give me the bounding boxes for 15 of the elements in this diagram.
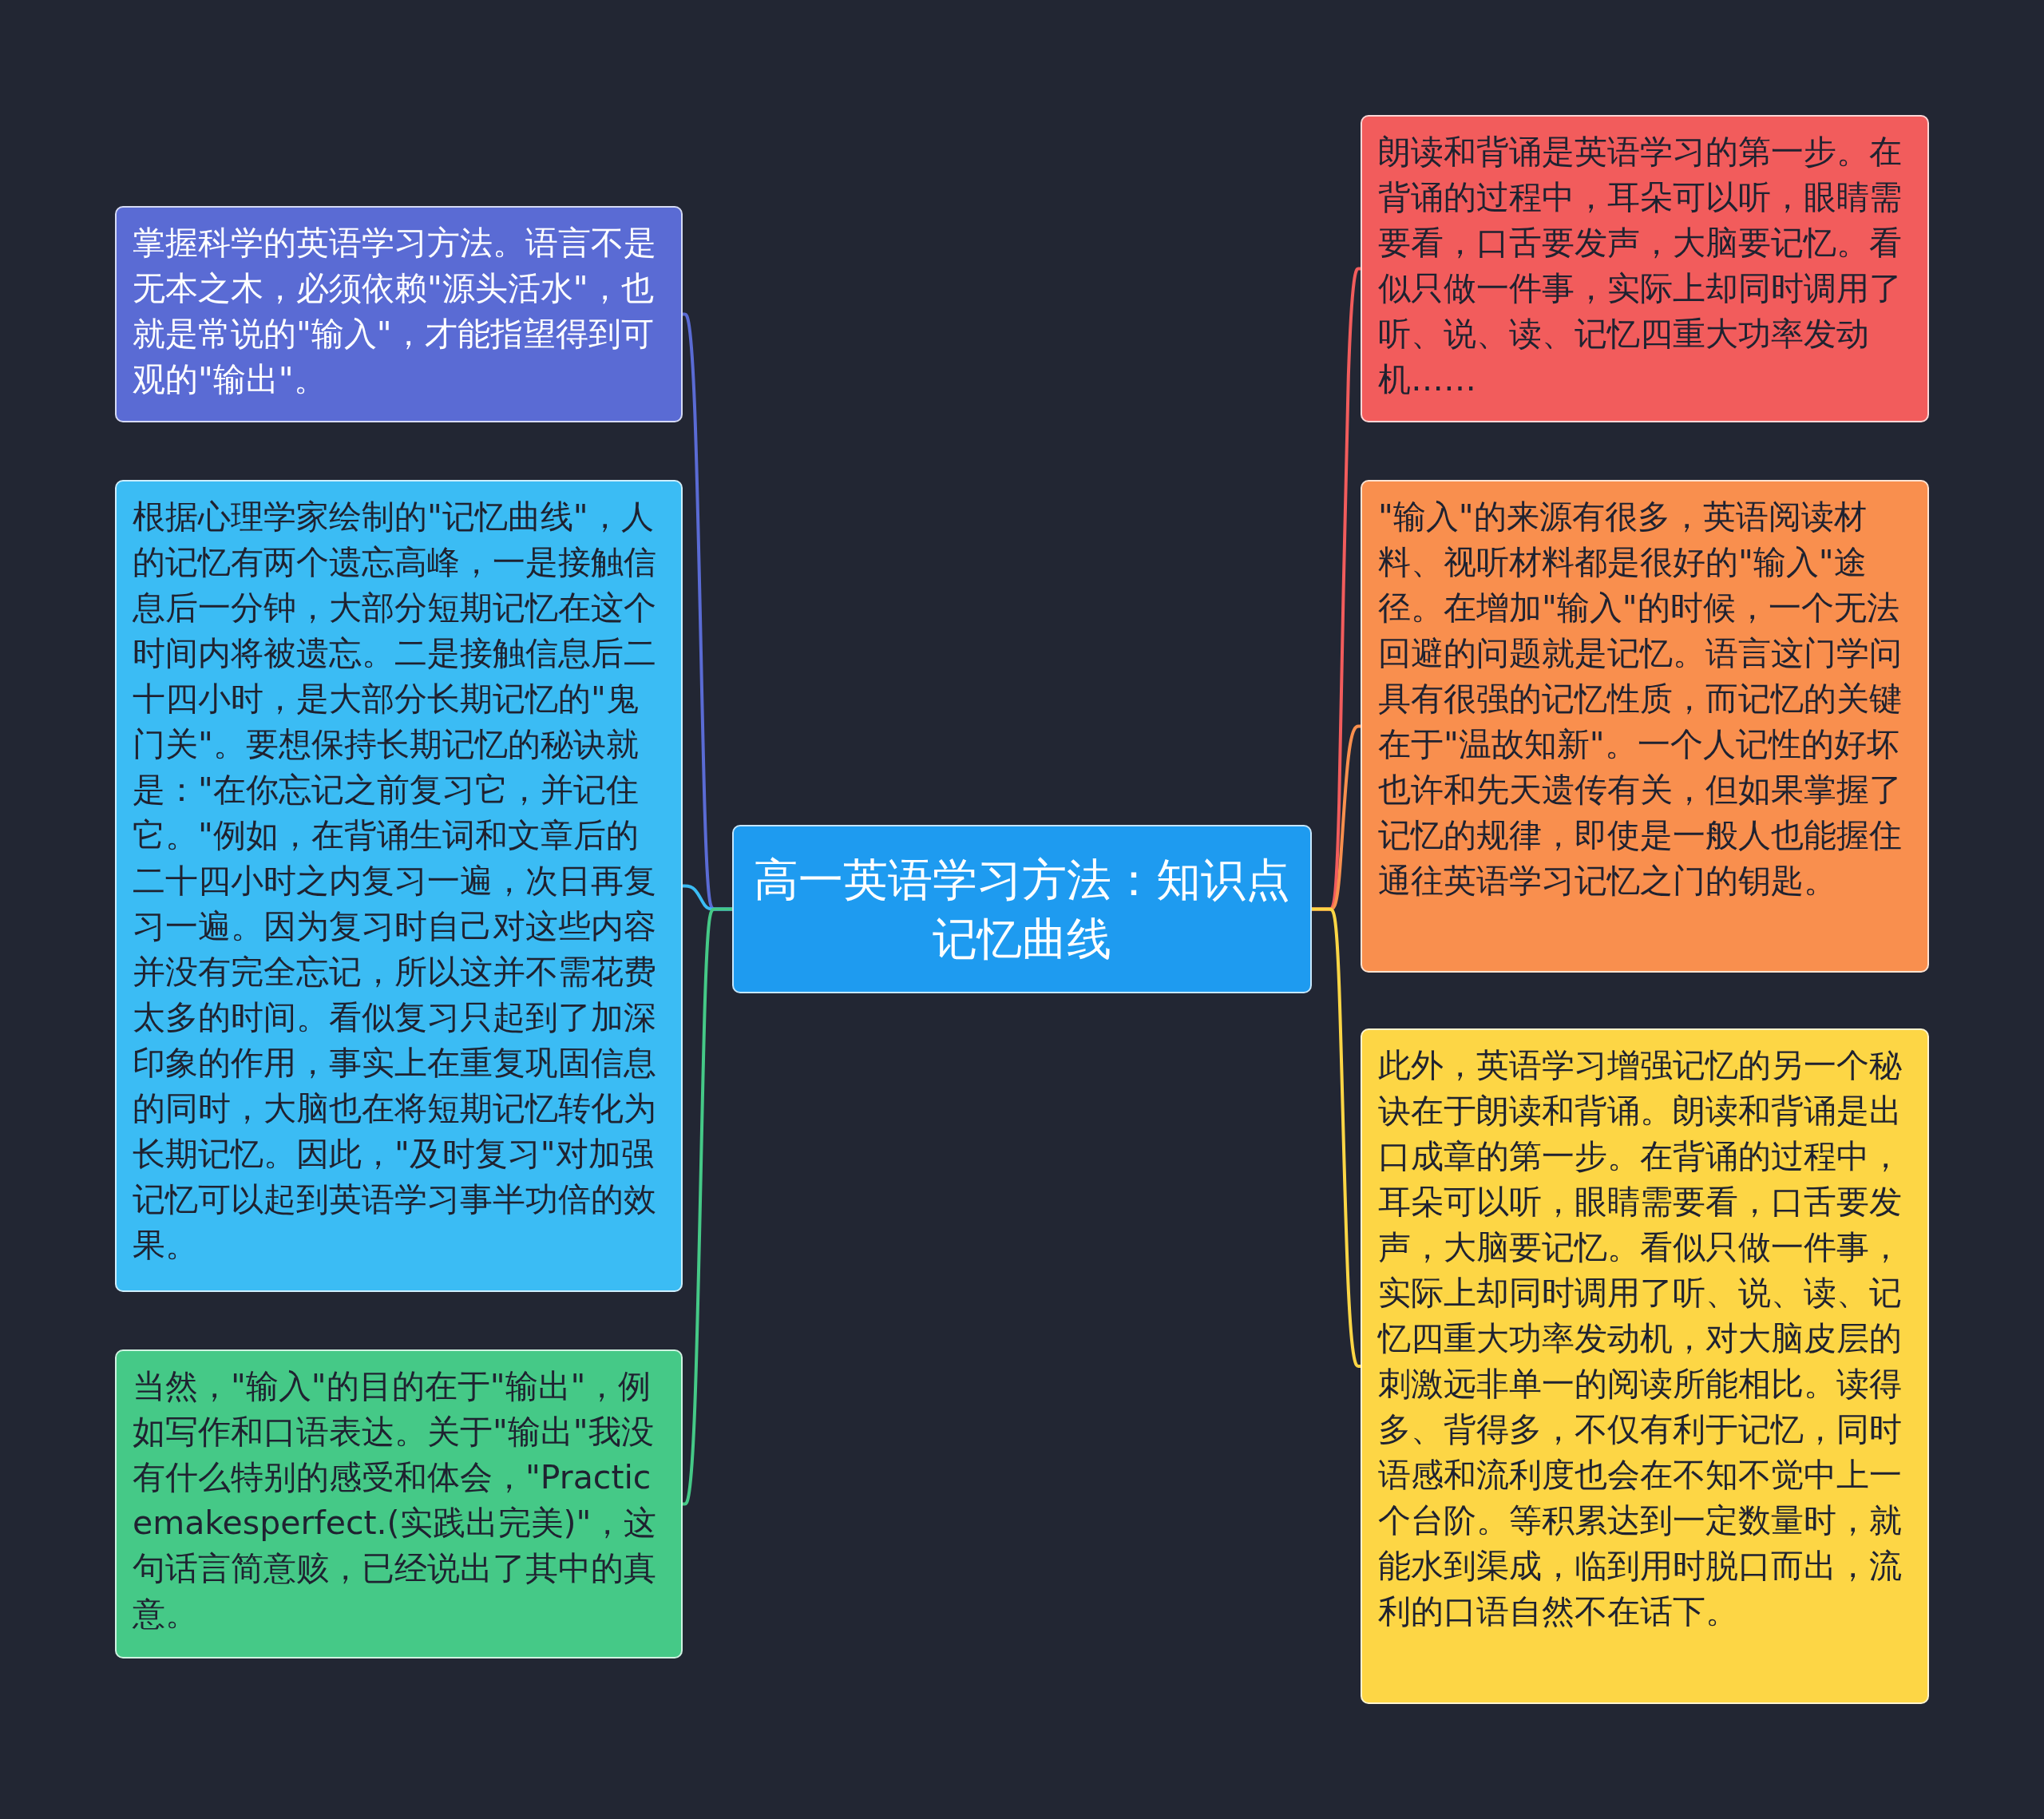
central-topic-box (732, 825, 1312, 993)
paragraph-text: 当然，"输入"的目的在于"输出"，例如写作和口语表达。关于"输出"我没有什么特别的感受和体会，"Practicemakesperfect.(实践出完美)"，这句话言简意赅，已经说出了其中的真意。 (133, 1366, 658, 1635)
topic-box (1361, 115, 1929, 422)
topic-box (1361, 480, 1929, 973)
paragraph-text: 朗读和背诵是英语学习的第一步。在背诵的过程中，耳朵可以听，眼睛需要看，口舌要发声，大脑要记忆。看似只做一件事，实际上却同时调用了听、说、读、记忆四重大功率发动机…… (1378, 132, 1903, 400)
paragraph-text: 根据心理学家绘制的"记忆曲线"，人的记忆有两个遗忘高峰，一是接触信息后一分钟，大部分短期记忆在这个时间内将被遗忘。二是接触信息后二十四小时，是大部分长期记忆的"鬼门关"。要想保持长期记忆的秘诀就是："在你忘记之前复习它，并记住它。"例如，在背诵生词和文章后的二十四小时之内复习一遍，次日再复习一遍。因为复习时自己对这些内容并没有完全忘记，所以这并不需花费太多的时间。看似复习只起到了加深印象的作用，事实上在重复巩固信息的同时，大脑也在将短期记忆转化为长期记忆。因此，"及时复习"对加强记忆可以起到英语学习事半功倍的效果。 (133, 497, 657, 1266)
paragraph-text: 此外，英语学习增强记忆的另一个秘诀在于朗读和背诵。朗读和背诵是出口成章的第一步。在背诵的过程中，耳朵可以听，眼睛需要看，口舌要发声，大脑要记忆。看似只做一件事，实际上却同时调用了听、说、读、记忆四重大功率发动机，对大脑皮层的刺激远非单一的阅读所能相比。读得多、背得多，不仅有利于记忆，同时语感和流利度也会在不知不觉中上一个台阶。等积累达到一定数量时，就能水到渠成，临到用时脱口而出，流利的口语自然不在话下。 (1378, 1045, 1903, 1632)
topic-box (115, 1349, 683, 1658)
topic-box (115, 206, 683, 422)
connector-line (681, 907, 732, 1506)
topic-box (1361, 1028, 1929, 1704)
paragraph-text: 掌握科学的英语学习方法。语言不是无本之木，必须依赖"源头活水"，也就是常说的"输入"，才能指望得到可观的"输出"。 (133, 223, 657, 400)
paragraph-text: "输入"的来源有很多，英语阅读材料、视听材料都是很好的"输入"途径。在增加"输入"的时候，一个无法回避的问题就是记忆。语言这门学问具有很强的记忆性质，而记忆的关键在于"温故知新"。一个人记性的好坏也许和先天遗传有关，但如果掌握了记忆的规律，即使是一般人也能握住通往英语学习记忆之门的钥匙。 (1378, 497, 1903, 902)
title-text: 高一英语学习方法：知识点记忆曲线 (753, 852, 1291, 966)
connector-line (1312, 907, 1361, 1368)
